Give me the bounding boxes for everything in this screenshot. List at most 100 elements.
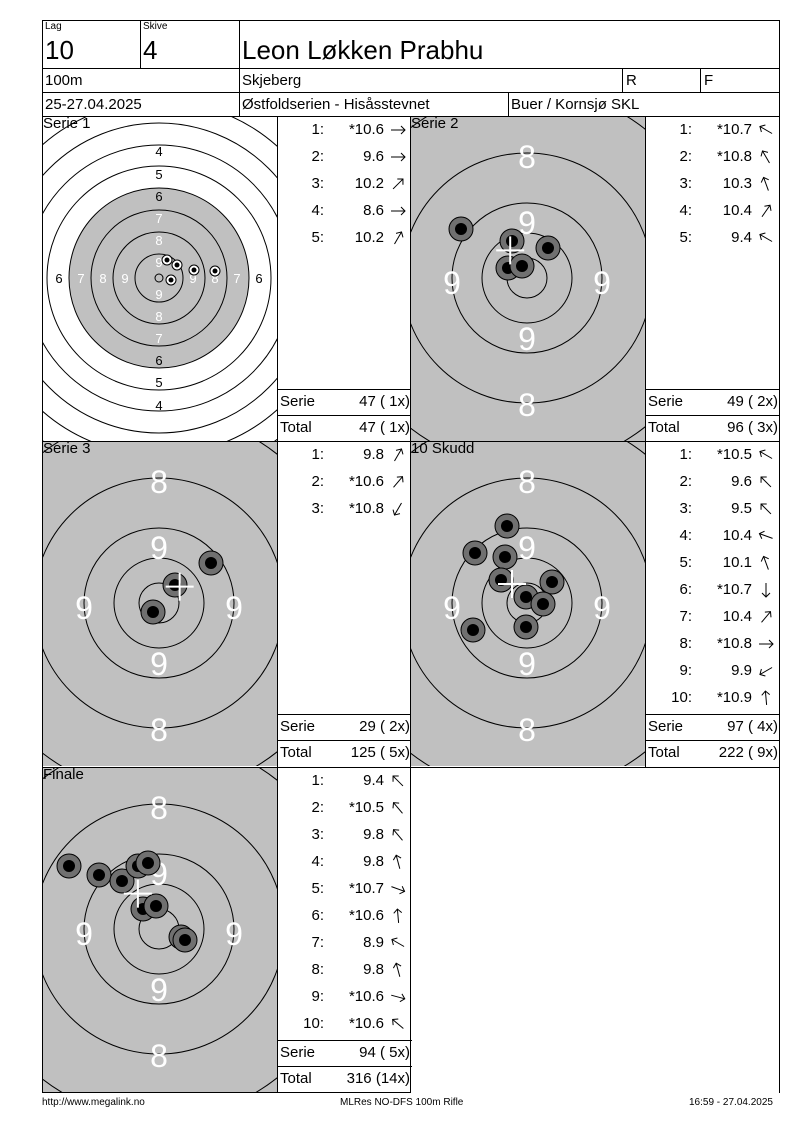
- shot-hole: [109, 868, 135, 894]
- shot-hole: [161, 254, 173, 266]
- shot-row: 6:*10.7: [646, 581, 780, 601]
- shot-row: 3:10.2: [278, 175, 412, 195]
- shot-hole: [513, 614, 539, 640]
- shot-number: 8:: [311, 961, 324, 978]
- shot-direction-arrow-icon: [759, 449, 773, 459]
- shot-direction-arrow-icon: [391, 152, 406, 162]
- shot-direction-arrow-icon: [391, 886, 406, 895]
- shot-value: 10.4: [722, 202, 752, 219]
- shot-value: 9.8: [363, 446, 384, 463]
- footer-program: MLRes NO-DFS 100m Rifle: [340, 1097, 464, 1108]
- ring-number: 9: [518, 205, 536, 241]
- shot-value: 10.1: [722, 554, 752, 571]
- shot-hole: [162, 572, 188, 598]
- shot-hole: [539, 569, 565, 595]
- shot-row: 4:10.4: [646, 527, 780, 547]
- shot-direction-arrow-icon: [392, 802, 403, 814]
- shot-direction-arrow-icon: [759, 124, 773, 134]
- shot-value: *10.6: [348, 473, 384, 490]
- shot-row: 4: 9.8: [278, 853, 412, 873]
- shot-number: 4:: [311, 853, 324, 870]
- date: 25-27.04.2025: [45, 96, 142, 113]
- ring-number: 9: [518, 530, 536, 566]
- shot-row: 5:9.4: [646, 229, 780, 249]
- shot-value: *10.8: [348, 500, 384, 517]
- shot-hole: [135, 850, 161, 876]
- serie-score-value: 49 ( 2x): [727, 393, 778, 410]
- shot-number: 2:: [679, 473, 692, 490]
- shot-value: *10.6: [348, 988, 384, 1005]
- ring-number: 6: [155, 189, 162, 204]
- shot-number: 7:: [679, 608, 692, 625]
- ring-number: 9: [155, 287, 162, 302]
- shot-value: 8.9: [363, 934, 384, 951]
- shot-direction-arrow-icon: [761, 611, 772, 623]
- shot-direction-arrow-icon: [760, 476, 772, 488]
- shot-number: 3:: [311, 826, 324, 843]
- skive-label: Skive: [143, 21, 168, 32]
- shot-value: 9.8: [363, 853, 384, 870]
- shot-row: 2:*10.6: [278, 473, 412, 493]
- shot-row: 1:9.8: [278, 446, 412, 466]
- shot-row: 8:*10.8: [646, 635, 780, 655]
- shot-row: 1:*10.6: [278, 121, 412, 141]
- ring-number: 6: [55, 271, 62, 286]
- shot-value: 9.8: [363, 826, 384, 843]
- ring-number: 9: [225, 590, 243, 626]
- serie-score-label: Serie: [648, 393, 684, 410]
- shot-hole: [530, 591, 556, 617]
- shot-value: 10.3: [722, 175, 752, 192]
- shot-row: 1:9.4: [278, 772, 412, 792]
- shot-hole: [488, 567, 514, 593]
- shot-direction-arrow-icon: [759, 232, 773, 242]
- ring-number: 9: [150, 530, 168, 566]
- shot-hole: [494, 513, 520, 539]
- shot-value: 9.6: [363, 148, 384, 165]
- total-score-value: 96 ( 3x): [727, 419, 778, 436]
- footer-url[interactable]: http://www.megalink.no: [42, 1097, 145, 1108]
- shot-direction-arrow-icon: [392, 829, 403, 841]
- venue: Buer / Kornsjø SKL: [511, 96, 640, 113]
- ring-number: 9: [593, 265, 611, 301]
- shot-row: 10:*10.9: [646, 689, 780, 709]
- shot-value: *10.8: [716, 635, 752, 652]
- shot-direction-arrow-icon: [394, 231, 404, 245]
- group-center-crosshair: [123, 879, 152, 908]
- shot-number: 10:: [303, 1015, 324, 1032]
- shot-hole: [499, 228, 525, 254]
- serie-score-label: Serie: [280, 393, 316, 410]
- serie-score-label: Serie: [280, 1044, 316, 1061]
- shot-hole: [171, 259, 183, 271]
- shot-direction-arrow-icon: [393, 908, 403, 924]
- total-score-label: Total: [280, 744, 312, 761]
- serie-score-value: 97 ( 4x): [727, 718, 778, 735]
- ring-number: 6: [255, 271, 262, 286]
- shot-value: *10.8: [716, 148, 752, 165]
- shot-number: 2:: [311, 148, 324, 165]
- shot-row: 3:9.5: [646, 500, 780, 520]
- ring-number: 9: [155, 255, 162, 270]
- total-score-value: 125 ( 5x): [350, 744, 410, 761]
- ring-number: 7: [77, 271, 84, 286]
- shot-hole: [172, 927, 198, 953]
- ring-number: 7: [155, 211, 162, 226]
- ring-number: 9: [593, 590, 611, 626]
- total-score-value: 47 ( 1x): [359, 419, 410, 436]
- ring-number: 8: [211, 271, 218, 286]
- shot-direction-arrow-icon: [391, 125, 406, 135]
- shot-value: *10.6: [348, 121, 384, 138]
- lag-value: 10: [45, 35, 74, 65]
- ring-number: 9: [518, 646, 536, 682]
- shot-hole: [462, 540, 488, 566]
- shot-hole: [448, 216, 474, 242]
- shot-number: 4:: [679, 527, 692, 544]
